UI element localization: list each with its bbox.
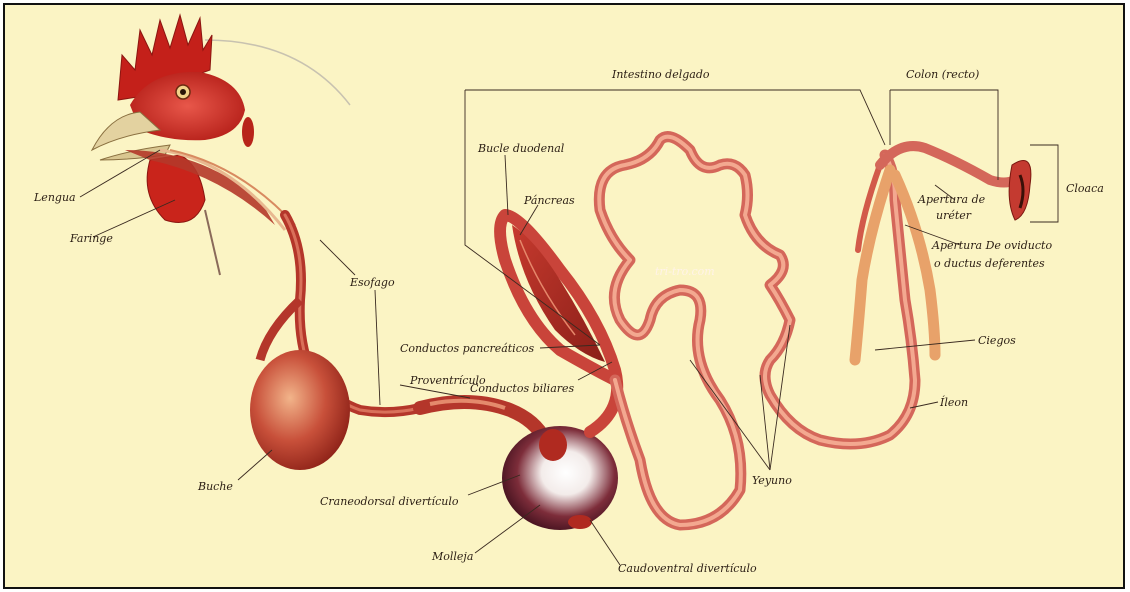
label-apertura-oviducto-1: Apertura De oviducto <box>931 239 1052 252</box>
label-cloaca: Cloaca <box>1066 182 1104 195</box>
label-ileon: Íleon <box>939 395 968 409</box>
label-apertura-ureter-2: uréter <box>936 209 972 222</box>
proventriculus <box>420 401 545 440</box>
label-ciegos: Ciegos <box>978 334 1016 347</box>
label-conductos-biliares: Conductos biliares <box>470 382 575 395</box>
label-esofago: Esofago <box>349 276 395 289</box>
label-intestino-delgado: Intestino delgado <box>611 68 710 81</box>
duodenal-loop <box>500 215 617 432</box>
label-bucle-duodenal: Bucle duodenal <box>477 142 565 155</box>
label-yeyuno: Yeyuno <box>752 474 792 487</box>
gizzard-molleja <box>502 426 618 530</box>
label-caudoventral: Caudoventral divertículo <box>618 562 757 575</box>
label-conductos-pancreaticos: Conductos pancreáticos <box>400 342 534 355</box>
label-colon-recto: Colon (recto) <box>906 68 979 81</box>
rooster-head <box>92 15 350 275</box>
watermark-text: tri-tro.com <box>655 265 715 278</box>
label-lengua: Lengua <box>33 191 76 204</box>
label-craneodorsal: Craneodorsal divertículo <box>320 495 459 508</box>
label-faringe: Faringe <box>69 232 113 245</box>
label-pancreas: Páncreas <box>523 194 575 207</box>
label-buche: Buche <box>197 480 233 493</box>
label-molleja: Molleja <box>431 550 473 563</box>
label-apertura-ureter-1: Apertura de <box>917 193 986 206</box>
label-apertura-oviducto-2: o ductus deferentes <box>934 257 1045 270</box>
